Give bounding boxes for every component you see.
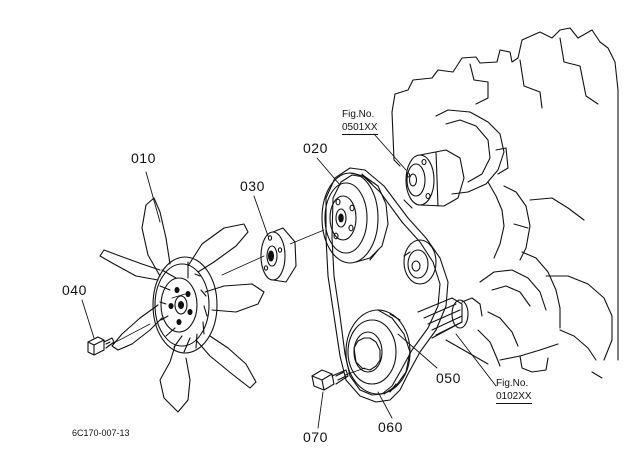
part-number-fan-bolt: 040 bbox=[62, 282, 87, 298]
fig-ref-water-pump-code: 0501XX bbox=[342, 122, 378, 135]
fig-ref-crankshaft-label: Fig.No. bbox=[496, 378, 529, 389]
fig-ref-water-pump-label: Fig.No. bbox=[342, 109, 375, 120]
idler-pulley bbox=[403, 239, 437, 285]
part-number-fan: 010 bbox=[131, 150, 156, 166]
engine-block bbox=[391, 27, 619, 379]
crank-pulley bbox=[345, 309, 411, 395]
v-belt bbox=[325, 167, 449, 403]
assembly-axis-lines bbox=[107, 229, 366, 376]
water-pump-flange bbox=[405, 149, 465, 207]
part-number-crank-pulley: 060 bbox=[378, 419, 403, 435]
part-number-spacer: 030 bbox=[240, 178, 265, 194]
fig-ref-crankshaft-code: 0102XX bbox=[496, 391, 532, 404]
crank-bolt bbox=[311, 369, 349, 391]
spacer-flange bbox=[260, 227, 297, 283]
diagram-code: 6C170-007-13 bbox=[72, 428, 130, 438]
fig-ref-water-pump[interactable]: Fig.No. 0501XX bbox=[342, 108, 378, 135]
part-number-alternator-pulley: 050 bbox=[436, 370, 461, 386]
fan-bolt bbox=[87, 336, 115, 356]
fan-pulley bbox=[321, 172, 389, 264]
fan-assembly bbox=[99, 197, 265, 413]
part-number-belt: 020 bbox=[303, 140, 328, 156]
leader-lines bbox=[81, 133, 497, 429]
fig-ref-crankshaft[interactable]: Fig.No. 0102XX bbox=[496, 377, 532, 404]
part-number-crank-bolt: 070 bbox=[303, 429, 328, 445]
